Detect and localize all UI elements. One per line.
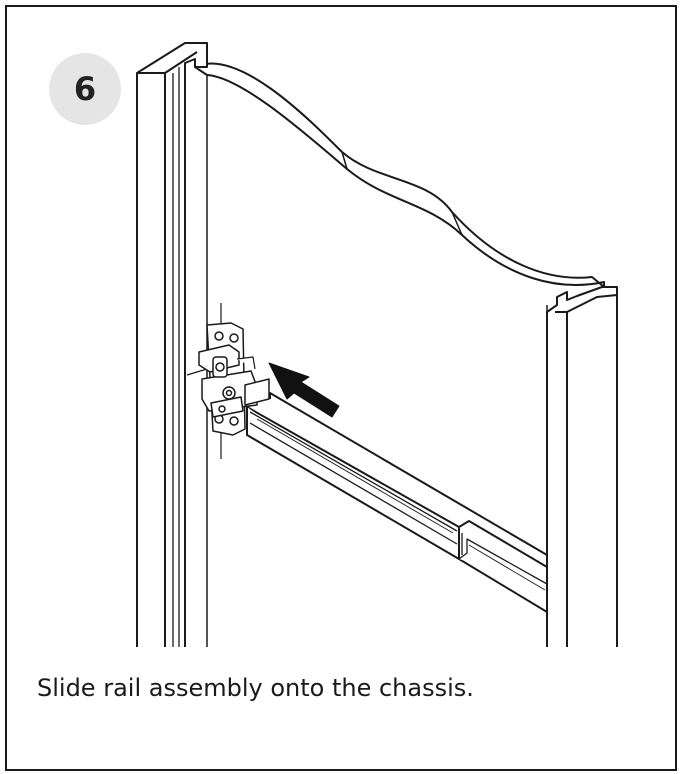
- direction-arrow: [268, 362, 340, 418]
- right-side-panel: [546, 286, 618, 647]
- hinge-mount: [186, 303, 270, 459]
- cabinet-side-panel: [136, 42, 208, 647]
- assembly-illustration: [136, 42, 618, 647]
- instruction-frame: 6 Slide rail assembly onto the chassis.: [5, 5, 677, 771]
- step-number-badge: 6: [49, 53, 121, 125]
- step-number: 6: [73, 70, 97, 108]
- instruction-text: Slide rail assembly onto the chassis.: [37, 674, 474, 702]
- slide-rail: [246, 392, 548, 613]
